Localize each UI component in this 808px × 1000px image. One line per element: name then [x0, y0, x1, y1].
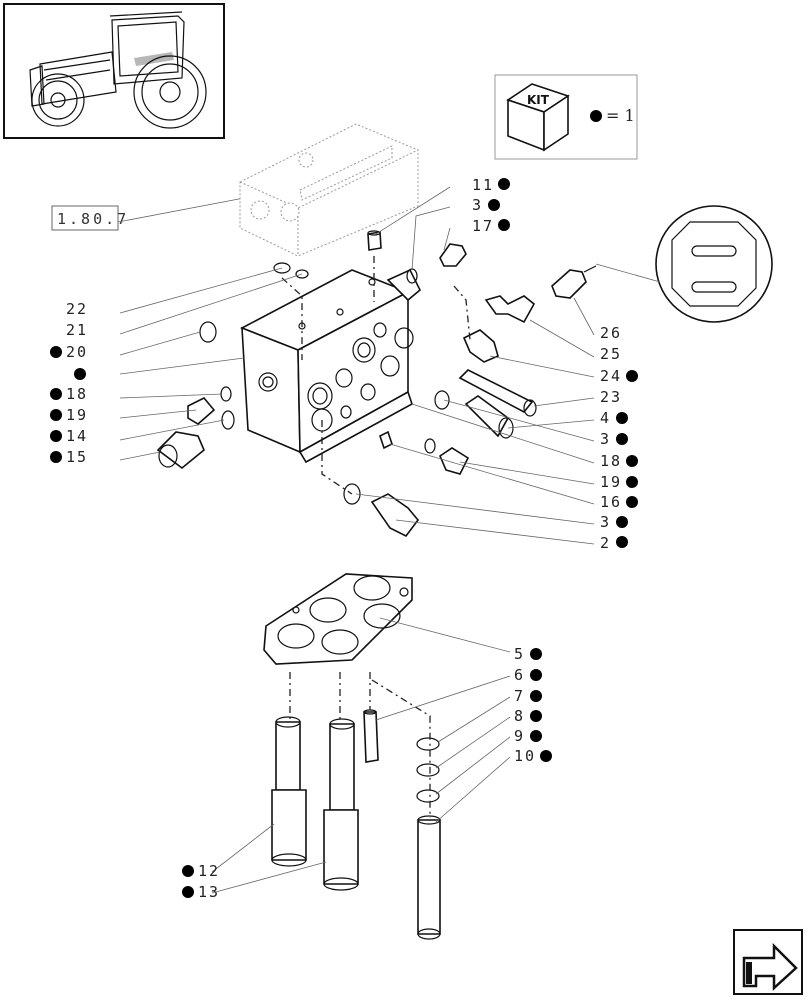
leader-lines	[119, 186, 595, 894]
callout-10: 10	[514, 747, 536, 765]
kit-dot-icon	[50, 388, 62, 400]
callout-4: 4	[600, 409, 611, 427]
callout-24: 24	[600, 367, 622, 385]
callout-13: 13	[198, 883, 220, 901]
callout-19-right: 19	[600, 473, 622, 491]
reference-box: 1.80.7	[51, 197, 245, 231]
kit-dot-icon	[50, 430, 62, 442]
kit-box-label: KIT	[527, 93, 550, 107]
kit-dot-icon	[626, 496, 638, 508]
callout-25: 25	[600, 345, 622, 363]
callout-16: 16	[600, 493, 622, 511]
callout-14: 14	[66, 427, 88, 445]
kit-dot-icon	[488, 199, 500, 211]
callout-19-left: 19	[66, 406, 88, 424]
kit-dot-icon	[616, 412, 628, 424]
kit-dot-icon	[590, 110, 602, 122]
callout-3-mid: 3	[600, 430, 611, 448]
lower-assembly	[263, 573, 441, 940]
callout-21: 21	[66, 321, 88, 339]
kit-dot-icon	[626, 370, 638, 382]
kit-dot-icon	[616, 536, 628, 548]
callout-15: 15	[66, 448, 88, 466]
callout-5: 5	[514, 645, 525, 663]
callout-7: 7	[514, 687, 525, 705]
kit-dot-icon	[182, 886, 194, 898]
callout-2: 2	[600, 534, 611, 552]
kit-dot-icon	[616, 433, 628, 445]
kit-dot-icon	[74, 368, 86, 380]
kit-dot-icon	[498, 219, 510, 231]
callout-18-right: 18	[600, 452, 622, 470]
kit-dot-icon	[182, 865, 194, 877]
kit-dot-icon	[626, 476, 638, 488]
callout-3-top: 3	[472, 196, 483, 214]
callout-11: 11	[472, 176, 494, 194]
kit-dot-icon	[530, 669, 542, 681]
kit-dot-icon	[626, 455, 638, 467]
callout-22: 22	[66, 300, 88, 318]
callout-18-left: 18	[66, 385, 88, 403]
callout-6: 6	[514, 666, 525, 684]
kit-legend: KIT = 1	[494, 74, 638, 160]
kit-dot-icon	[530, 648, 542, 660]
kit-dot-icon	[498, 178, 510, 190]
callout-12: 12	[198, 862, 220, 880]
reference-label: 1.80.7	[57, 210, 129, 228]
next-page-button[interactable]	[733, 929, 803, 995]
kit-dot-icon	[530, 690, 542, 702]
kit-dot-icon	[50, 451, 62, 463]
detail-magnifier	[595, 205, 773, 323]
kit-dot-icon	[530, 730, 542, 742]
kit-dot-icon	[540, 750, 552, 762]
small-parts	[156, 230, 597, 538]
kit-dot-icon	[616, 516, 628, 528]
valve-block	[240, 268, 421, 464]
callout-26: 26	[600, 324, 622, 342]
ghost-housing	[239, 123, 419, 257]
callout-labels: 22 21 20 18 19 14 15 11 3 17 26 25 24 23…	[50, 176, 638, 901]
callout-3-low: 3	[600, 513, 611, 531]
kit-dot-icon	[50, 346, 62, 358]
center-axes	[281, 256, 471, 818]
kit-dot-icon	[530, 710, 542, 722]
kit-dot-icon	[50, 409, 62, 421]
callout-9: 9	[514, 727, 525, 745]
arrow-icon	[742, 942, 798, 991]
kit-legend-text: = 1	[606, 106, 635, 125]
tractor-thumbnail	[3, 3, 225, 139]
callout-23: 23	[600, 388, 622, 406]
callout-17: 17	[472, 217, 494, 235]
callout-8: 8	[514, 707, 525, 725]
callout-20: 20	[66, 343, 88, 361]
